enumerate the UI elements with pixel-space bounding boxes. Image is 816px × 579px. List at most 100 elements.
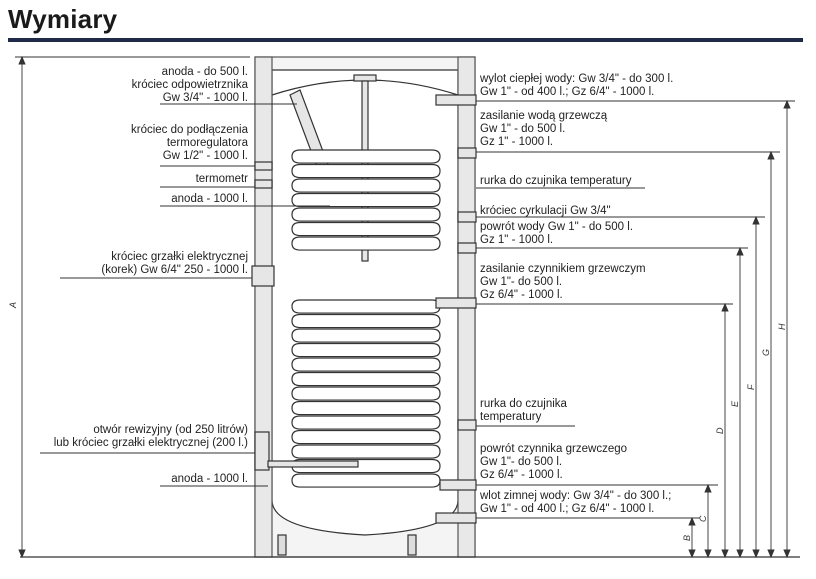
label-cold-water-inlet: wlot zimnej wody: Gw 3/4" - do 300 l.; G… <box>480 490 671 516</box>
label-thermoregulator: króciec do podłączenia termoregulatora G… <box>131 124 248 163</box>
label-inspection-opening: otwór rewizyjny (od 250 litrów) lub króc… <box>54 424 248 450</box>
foot-left <box>277 534 287 556</box>
stub-hot-water <box>435 94 477 106</box>
label-line: termoregulatora <box>166 137 248 149</box>
arrowhead <box>736 549 744 559</box>
dim-C: C <box>698 515 708 522</box>
arrowhead <box>752 215 760 225</box>
arrowhead <box>721 549 729 559</box>
coil-turn <box>291 342 441 358</box>
label-thermometer: termometr <box>195 173 248 185</box>
label-line: rurka do czujnika <box>480 398 567 410</box>
stub-cold-water <box>435 512 477 524</box>
arrowhead <box>721 302 729 312</box>
dim-H: H <box>777 323 787 330</box>
label-anode-bottom: anoda - 1000 l. <box>171 473 248 485</box>
label-heating-return: powrót wody Gw 1" - do 500 l. Gz 1" - 10… <box>480 221 633 247</box>
label-sensor-tube-bottom: rurka do czujnika temperatury <box>480 398 567 424</box>
coil-turn <box>291 192 441 208</box>
coil-turn <box>291 163 441 179</box>
arrowhead <box>688 549 696 559</box>
stub-thermoreg <box>254 161 273 171</box>
foot-right <box>407 534 417 556</box>
arrowhead <box>767 150 775 160</box>
label-line: Gw 1" - od 400 l.; Gz 6/4" - 1000 l. <box>480 503 655 515</box>
arrowhead <box>704 483 712 493</box>
label-electric-heater: króciec grzałki elektrycznej (korek) Gw … <box>101 251 248 277</box>
stub-thermometer <box>254 179 273 189</box>
label-line: Gz 1" - 1000 l. <box>480 234 554 246</box>
coil-turn <box>291 313 441 329</box>
label-line: anoda - do 500 l. <box>161 66 248 78</box>
arrowhead <box>18 55 26 65</box>
label-anode-top: anoda - do 500 l. króciec odpowietrznika… <box>132 66 248 105</box>
label-hot-water-outlet: wylot ciepłej wody: Gw 3/4" - do 300 l. … <box>480 73 673 99</box>
label-line: króciec odpowietrznika <box>131 79 248 91</box>
upper-heating-coil <box>291 149 441 251</box>
label-medium-supply: zasilanie czynnikiem grzewczym Gw 1"- do… <box>480 263 646 302</box>
label-anode-1000: anoda - 1000 l. <box>171 193 248 205</box>
arrowhead <box>688 516 696 526</box>
coil-turn <box>291 328 441 343</box>
label-line: lub króciec grzałki elektrycznej (200 l.… <box>53 437 248 449</box>
right-connectors <box>435 94 477 524</box>
coil-turn <box>291 386 441 401</box>
coil-turn <box>291 473 441 488</box>
stub-sensor-bottom <box>457 419 477 431</box>
coil-turn <box>291 149 441 164</box>
title-rule <box>8 38 803 42</box>
label-sensor-tube-top: rurka do czujnika temperatury <box>480 175 632 187</box>
coil-turn <box>291 357 441 372</box>
coil-turn <box>291 299 441 314</box>
stub-medium-return <box>439 479 477 491</box>
arrowhead <box>18 549 26 559</box>
stub-heater <box>251 265 275 287</box>
label-medium-return: powrót czynnika grzewczego Gw 1"- do 500… <box>480 443 627 482</box>
label-line: Gw 1" - do 500 l. <box>480 123 566 135</box>
coil-turn <box>291 178 441 193</box>
label-line: Gw 1"- do 500 l. <box>480 276 563 288</box>
label-line: Gz 6/4" - 1000 l. <box>480 469 563 481</box>
label-line: Gw 3/4" - 1000 l. <box>162 92 248 104</box>
top-anode-cap <box>353 74 377 82</box>
dim-F: F <box>746 384 756 390</box>
label-line: Gw 1/2" - 1000 l. <box>162 150 248 162</box>
label-circulation: króciec cyrkulacji Gw 3/4" <box>480 205 611 217</box>
coil-turn <box>291 444 441 459</box>
dim-G: G <box>761 349 771 356</box>
label-line: powrót czynnika grzewczego <box>480 443 628 455</box>
label-line: Gz 1" - 1000 l. <box>480 136 554 148</box>
bottom-anode <box>267 460 359 468</box>
label-line: otwór rewizyjny (od 250 litrów) <box>93 424 248 436</box>
label-line: króciec do podłączenia <box>131 124 248 136</box>
coil-turn <box>291 236 441 251</box>
label-heating-water-supply: zasilanie wodą grzewczą Gw 1" - do 500 l… <box>480 110 607 149</box>
coil-turn <box>291 400 441 416</box>
coil-turn <box>291 207 441 222</box>
coil-turn <box>291 221 441 237</box>
label-line: wylot ciepłej wody: Gw 3/4" - do 300 l. <box>480 73 674 85</box>
coil-turn <box>291 371 441 387</box>
arrowhead <box>752 549 760 559</box>
coil-turn <box>291 429 441 445</box>
dim-E: E <box>730 400 740 407</box>
leader-lines-right <box>476 100 795 519</box>
stub-heating-return <box>457 242 477 254</box>
label-line: temperatury <box>480 411 542 423</box>
arrowhead <box>704 549 712 559</box>
left-connectors <box>251 161 359 471</box>
stub-heating-supply <box>457 147 477 159</box>
arrowhead <box>783 99 791 109</box>
label-line: króciec grzałki elektrycznej <box>111 251 248 263</box>
arrowhead <box>736 246 744 256</box>
dim-A: A <box>8 302 18 309</box>
label-line: wlot zimnej wody: Gw 3/4" - do 300 l.; <box>480 490 672 502</box>
dim-B: B <box>682 535 692 541</box>
label-line: zasilanie czynnikiem grzewczym <box>480 263 646 275</box>
left-wall <box>254 56 273 558</box>
arrowhead <box>767 549 775 559</box>
label-line: Gz 6/4" - 1000 l. <box>480 289 563 301</box>
label-line: powrót wody Gw 1" - do 500 l. <box>480 221 634 233</box>
dim-D: D <box>715 427 725 434</box>
